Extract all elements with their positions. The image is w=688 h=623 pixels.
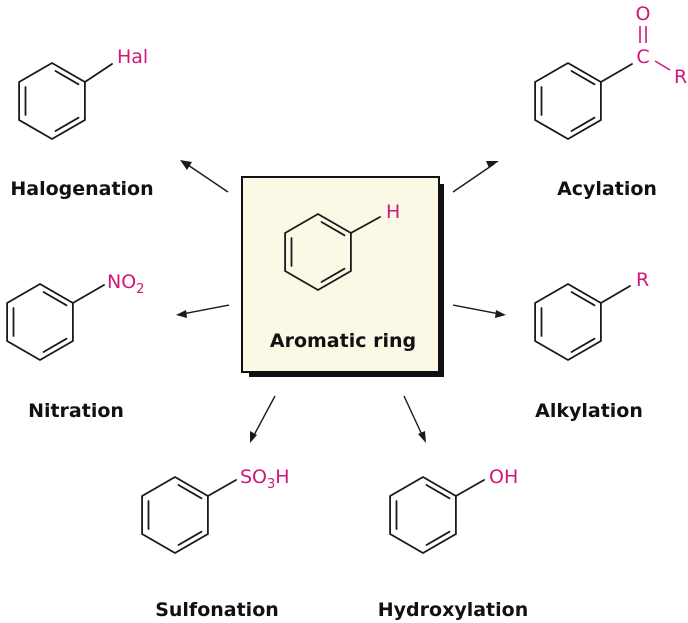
arrow-alkylation: [452, 304, 506, 318]
arrow-acylation: [452, 161, 499, 193]
halogenation-label: Halogenation: [10, 178, 153, 200]
hydroxylation-group: OH Hydroxylation: [378, 466, 528, 621]
hydroxy-substituent: OH: [489, 466, 518, 488]
sulfo-substituent: SO3H: [240, 466, 290, 492]
benzene-ring-hydroxylation: [389, 476, 457, 554]
nitration-label: Nitration: [28, 400, 124, 422]
nitro-substituent: NO2: [107, 271, 144, 297]
hydroxylation-label: Hydroxylation: [378, 599, 528, 621]
alkylation-group: R Alkylation: [534, 269, 649, 422]
benzene-ring-sulfonation: [141, 476, 209, 554]
benzene-ring-acylation: [534, 62, 602, 140]
hal-bond: [84, 63, 113, 83]
center-box: H Aromatic ring: [241, 176, 444, 377]
hydroxy-bond: [454, 479, 485, 497]
sulfonation-label: Sulfonation: [155, 599, 279, 621]
center-label: Aromatic ring: [270, 330, 416, 352]
alkyl-substituent: R: [636, 269, 649, 291]
arrows: [176, 160, 506, 443]
arrow-halogenation: [180, 160, 229, 193]
acyl-bond: [600, 63, 633, 83]
center-box-panel: [241, 176, 440, 373]
acyl-oxygen: O: [636, 3, 651, 25]
nitration-group: NO2 Nitration: [6, 271, 144, 422]
halogen-substituent: Hal: [117, 46, 148, 68]
center-substituent: H: [386, 201, 400, 223]
halogenation-group: Hal Halogenation: [10, 46, 153, 200]
alkylation-label: Alkylation: [535, 400, 643, 422]
acylation-label: Acylation: [557, 178, 657, 200]
acylation-group: C O R Acylation: [534, 3, 687, 200]
acyl-r-bond: [654, 60, 671, 71]
benzene-ring-halogenation: [18, 62, 86, 140]
acyl-r: R: [674, 66, 687, 88]
alkyl-bond: [600, 285, 631, 304]
h-bond: [349, 216, 381, 234]
arrow-sulfonation: [250, 395, 276, 443]
acyl-carbon: C: [636, 46, 649, 68]
arrow-hydroxylation: [403, 395, 426, 443]
nitro-bond: [72, 284, 105, 304]
sulfo-bond: [206, 479, 237, 497]
arrow-nitration: [176, 304, 230, 318]
benzene-ring-nitration: [6, 283, 74, 361]
sulfonation-group: SO3H Sulfonation: [141, 466, 290, 621]
benzene-ring-alkylation: [534, 283, 602, 361]
